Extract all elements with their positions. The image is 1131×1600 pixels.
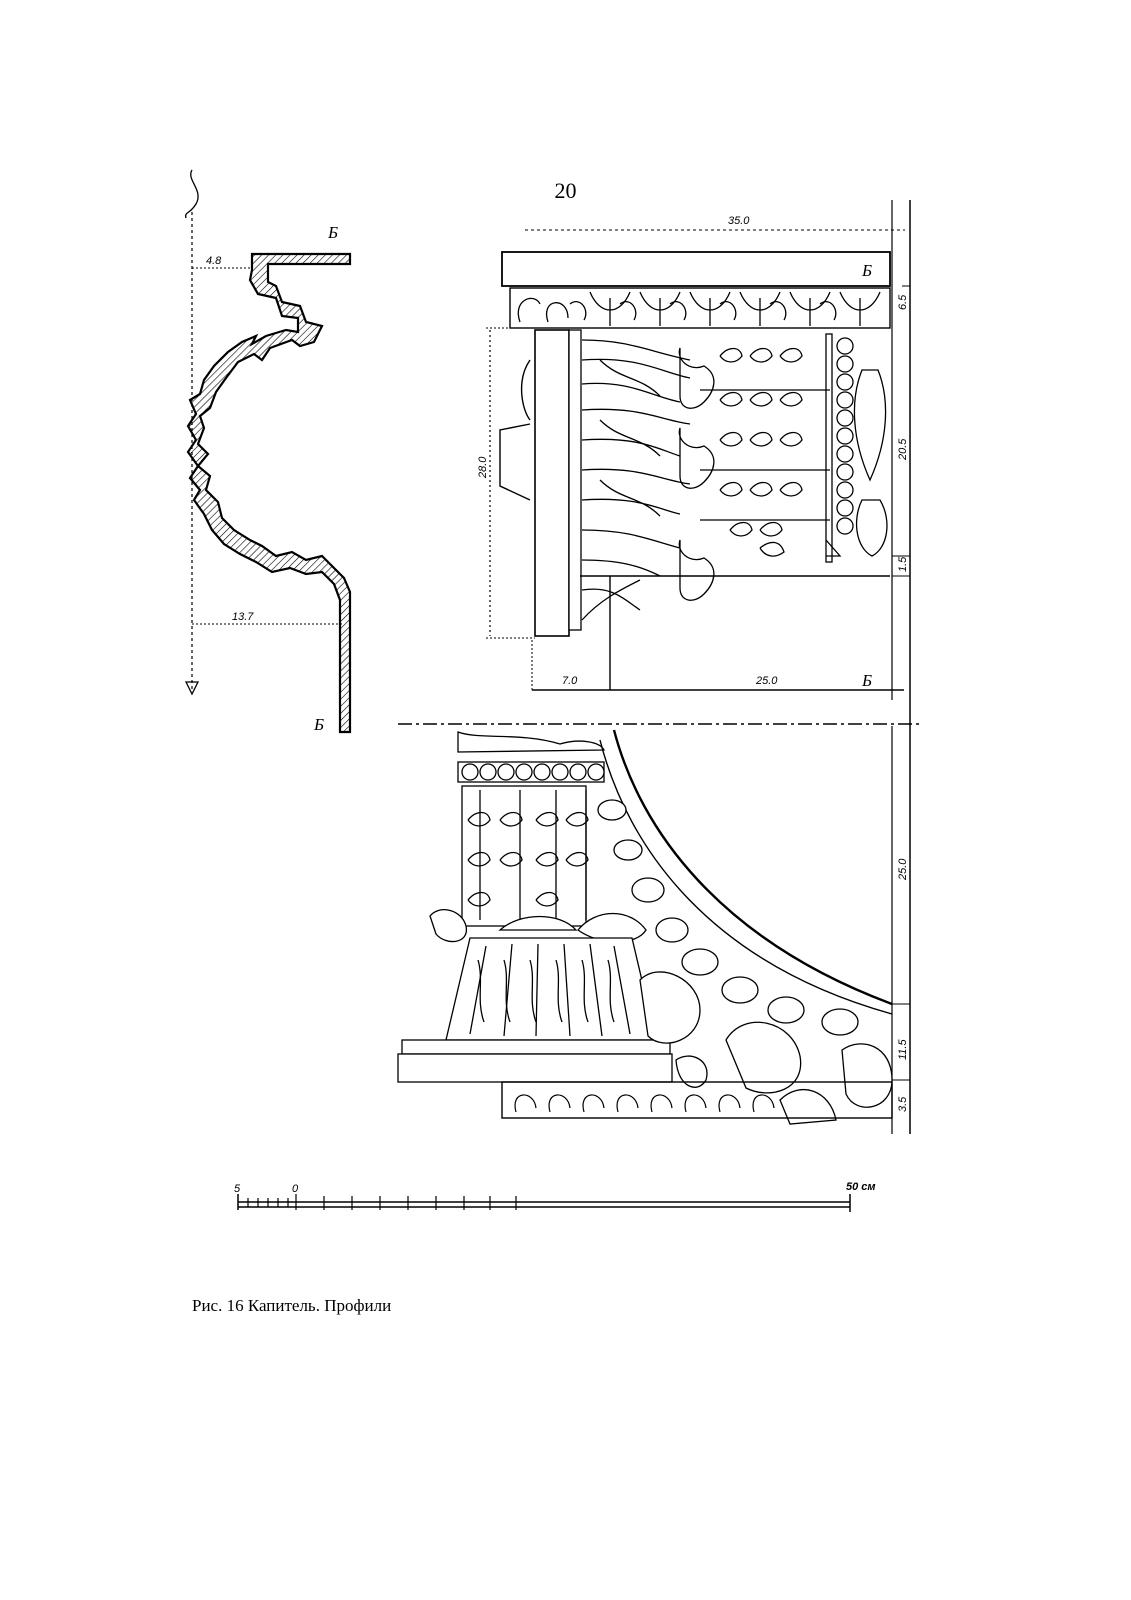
scale-bar: 5 0 50 см [234, 1181, 876, 1212]
lower-dim-upper: 25.0 [897, 858, 909, 881]
profile-section-mark-bottom: Б [313, 715, 324, 734]
page-number: 20 [554, 178, 577, 203]
elevation-dim-base-right: 25.0 [755, 675, 778, 687]
figure-caption: Рис. 16 Капитель. Профили [192, 1296, 392, 1315]
scale-zero-label: 0 [292, 1183, 299, 1195]
scale-left-label: 5 [234, 1183, 241, 1195]
elevation-section-mark-bottom: Б [861, 671, 872, 690]
scale-end-label: 50 см [846, 1181, 876, 1193]
elevation-section-mark-top: Б [861, 261, 872, 280]
profile-section: 4.8 13.7 Б Б [184, 169, 352, 734]
profile-section-mark-top: Б [327, 223, 338, 242]
axis-mark-icon [184, 169, 199, 219]
profile-dim-bottom: 13.7 [232, 611, 254, 623]
capital-elevation: 35.0 Б 6.5 28.0 [477, 200, 911, 1134]
elevation-dim-abacus: 6.5 [897, 294, 909, 310]
elevation-dim-width: 35.0 [728, 215, 750, 227]
profile-dim-top: 4.8 [206, 255, 222, 267]
arrow-down-icon [184, 681, 200, 696]
lower-capital-view: 25.0 11.5 3.5 [397, 723, 920, 1134]
elevation-dim-astragal: 1.5 [897, 556, 909, 572]
elevation-dim-height: 28.0 [477, 456, 489, 479]
lower-dim-lower: 3.5 [897, 1096, 909, 1112]
elevation-dim-leaves: 20.5 [897, 438, 909, 461]
lower-dim-middle: 11.5 [897, 1039, 909, 1060]
elevation-dim-base-left: 7.0 [562, 675, 578, 687]
